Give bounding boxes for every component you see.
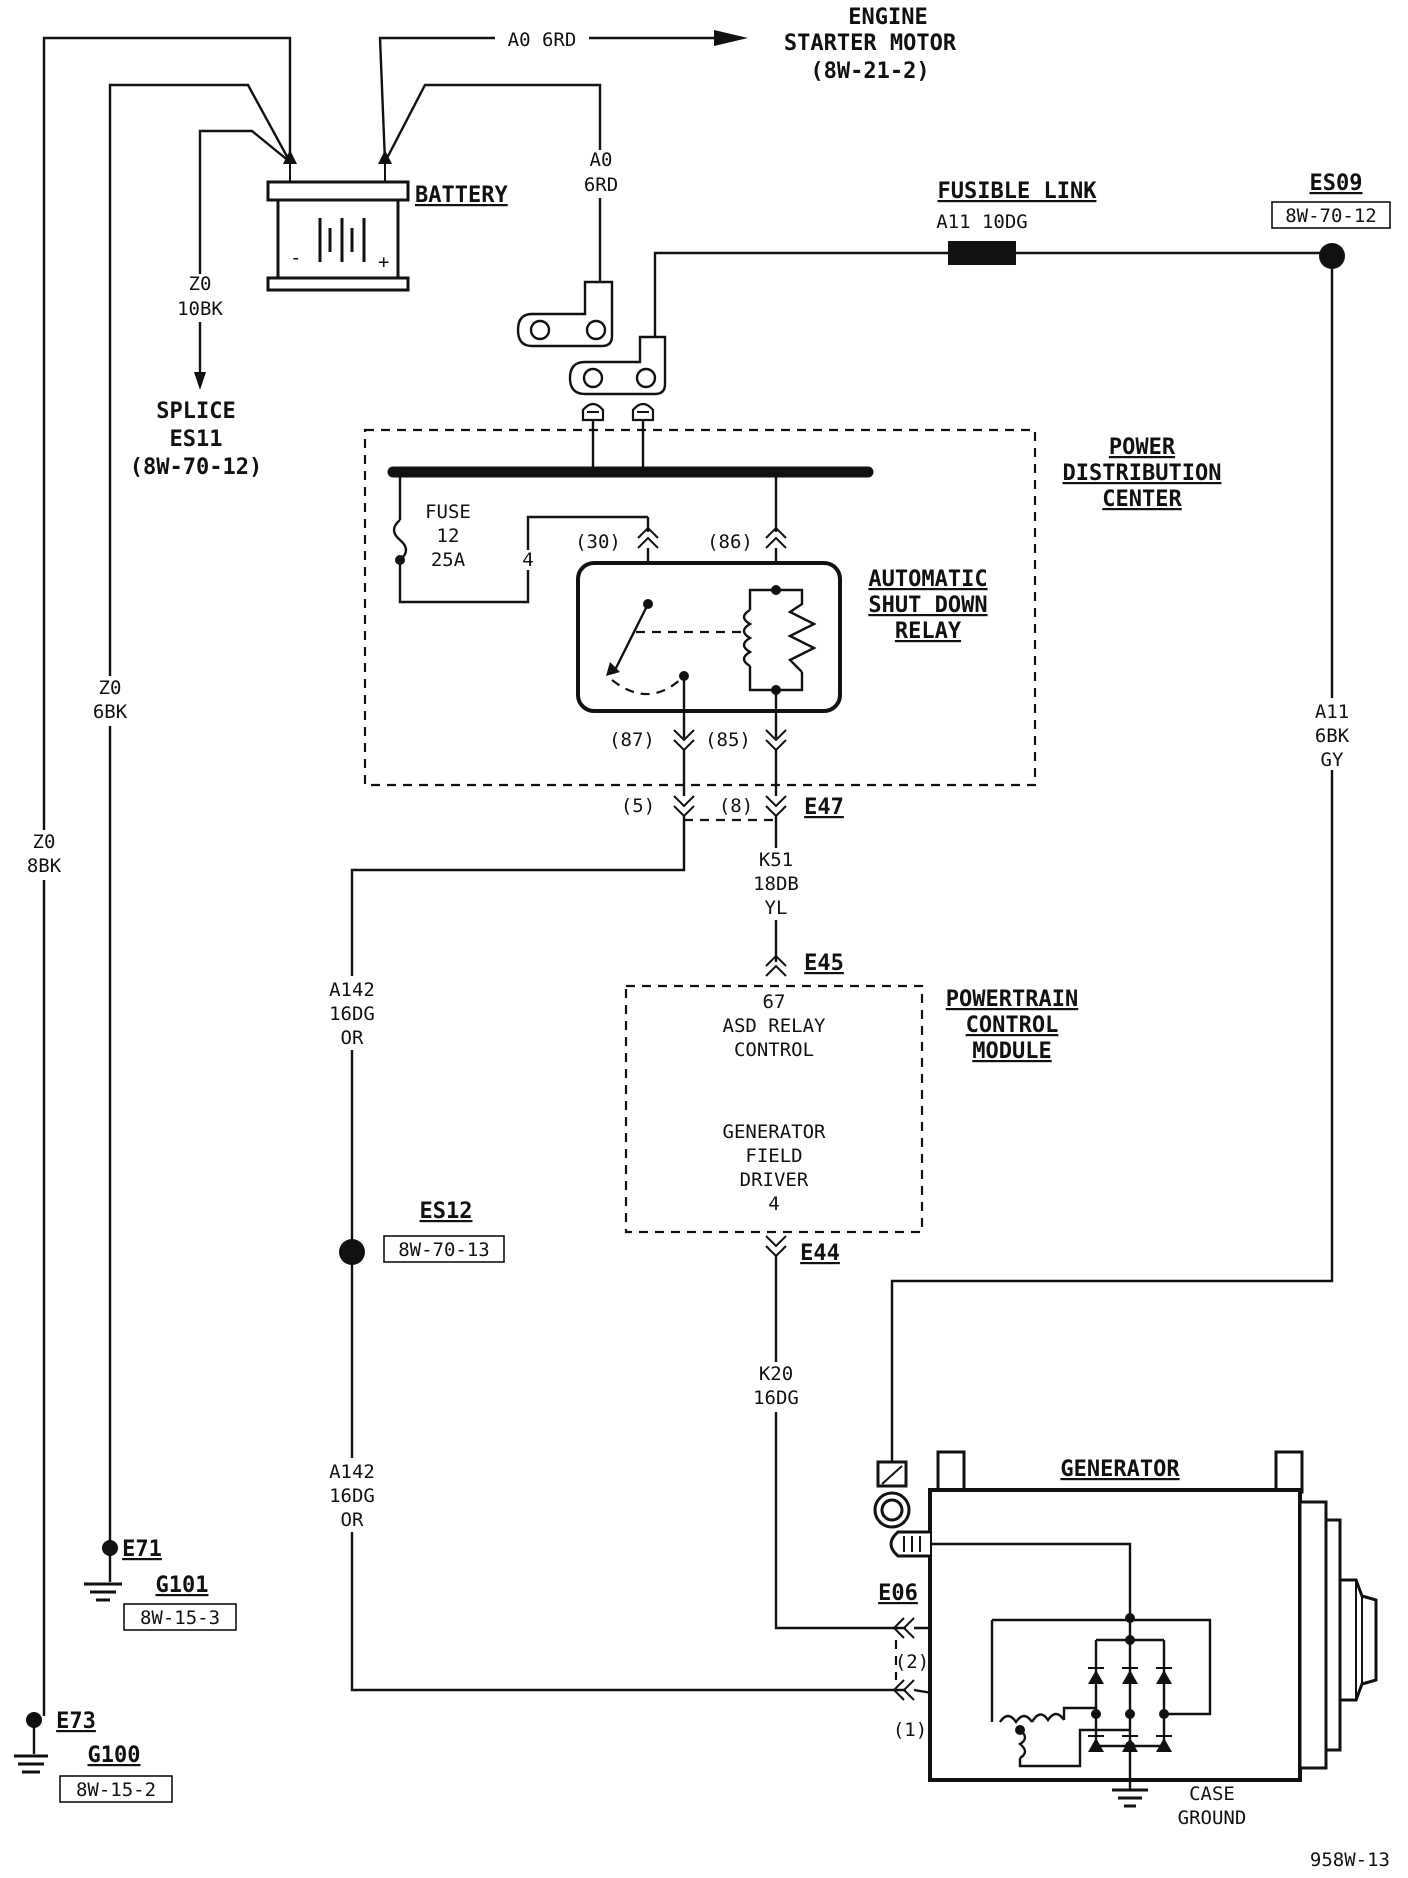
splice-es12-ref: 8W-70-13 [398,1239,490,1261]
relay-pin-87: (87) [609,729,655,751]
wire-k51-3: YL [765,897,788,919]
e71-name: E71 [122,1537,162,1562]
pcm-gen-line4: 4 [768,1193,779,1215]
splice-es11-line3: (8W-70-12) [130,455,262,480]
wire-a142-top-2: 16DG [329,1003,375,1025]
battery-symbol: - + [266,150,410,292]
page-code: 958W-13 [1310,1849,1390,1871]
wire-z0-10bk-1: Z0 [189,273,212,295]
e45-name: E45 [804,951,844,976]
splice-es09-ref-box: 8W-70-12 [1271,201,1391,229]
wire-a0-top-label: A0 6RD [508,29,577,51]
pcm-outline [624,984,924,1234]
pcm-title-line1: POWERTRAIN [946,987,1078,1012]
case-ground-line1: CASE [1189,1783,1235,1805]
wire-z0-8bk-2: 8BK [27,855,62,877]
battery-minus: - [290,247,301,269]
relay-label-line3: RELAY [895,619,962,644]
relay-label-line2: SHUT DOWN [868,593,987,618]
relay-coil [742,585,817,738]
generator: E06 (2) (1) [873,1450,1378,1829]
ground-g100: E73 G100 8W-15-2 [14,1709,173,1803]
fusible-link-symbol [948,241,1016,265]
pdc-label-line2: DISTRIBUTION [1063,461,1222,486]
wire-a11-6bk-2: 6BK [1315,725,1350,747]
splice-arrow-icon [194,372,206,390]
splice-es12-ref-box: 8W-70-13 [383,1235,505,1263]
splice-es09-name: ES09 [1310,171,1363,196]
pcm-asd-line2: CONTROL [734,1039,814,1061]
relay-label-line1: AUTOMATIC [868,567,987,592]
e06-pin-1: (1) [893,1719,927,1741]
relay-pin-30: (30) [575,531,621,553]
arrow-right-icon [714,30,748,46]
wire-a0-vertical-1: A0 [590,149,613,171]
e73-name: E73 [56,1709,96,1734]
wire-a11-6bk-1: A11 [1315,701,1349,723]
e06-pin-2: (2) [895,1651,929,1673]
engine-starter-line2: STARTER MOTOR [784,31,957,56]
pdc-label-line3: CENTER [1102,487,1182,512]
splice-es12-dot [339,1239,365,1265]
e47-name: E47 [804,795,844,820]
pcm-title-line2: CONTROL [966,1013,1059,1038]
ground-g101: E71 G101 8W-15-3 [84,1537,237,1631]
fusible-link-label: FUSIBLE LINK [938,179,1098,204]
wire-a142-top-3: OR [341,1027,364,1049]
e47-pin-5: (5) [621,795,655,817]
g100-name: G100 [88,1743,141,1768]
g100-ref: 8W-15-2 [76,1779,156,1801]
wire-a142-bot-2: 16DG [329,1485,375,1507]
relay-switch [606,599,744,738]
g101-ref: 8W-15-3 [140,1607,220,1629]
wire-a11-6bk-3: GY [1321,749,1344,771]
wire-z0-6bk-1: Z0 [99,677,122,699]
case-ground-line2: GROUND [1178,1807,1247,1829]
wire-z0-10bk-2: 10BK [177,298,223,320]
pcm-title-line3: MODULE [972,1039,1051,1064]
splice-es11-line2: ES11 [170,427,223,452]
pdc-battery-lugs [516,251,948,470]
wire-k51-1: K51 [759,849,793,871]
wire-k51-2: 18DB [753,873,799,895]
engine-starter-line3: (8W-21-2) [810,59,929,84]
asd-relay-body [576,561,842,713]
relay-pin-86: (86) [707,531,753,553]
wire-a11-10dg-label: A11 10DG [936,211,1028,233]
e06-name: E06 [878,1581,918,1606]
splice-es11-line1: SPLICE [156,399,235,424]
relay-pin-85: (85) [705,729,751,751]
wire-k20-2: 16DG [753,1387,799,1409]
wire-k20-1: K20 [759,1363,793,1385]
g101-name: G101 [156,1573,209,1598]
pcm-gen-line3: DRIVER [740,1169,809,1191]
wire-a142-bot-1: A142 [329,1461,375,1483]
wire-a0-vertical-2: 6RD [584,174,618,196]
splice-es09-dot [1319,243,1345,269]
e44-name: E44 [800,1241,840,1266]
wire-z0-6bk-2: 6BK [93,701,128,723]
e47-pin-8: (8) [719,795,753,817]
pcm-gen-line1: GENERATOR [723,1121,827,1143]
fuse-cavity-text: 4 [522,549,533,571]
splice-es12-name: ES12 [420,1199,473,1224]
wire-z0-8bk-1: Z0 [33,831,56,853]
pcm-pin-67: 67 [763,991,786,1013]
generator-label: GENERATOR [1060,1457,1180,1482]
pcm-gen-line2: FIELD [745,1145,802,1167]
pcm-asd-line1: ASD RELAY [723,1015,827,1037]
fuse-line3: 25A [431,549,466,571]
battery-label: BATTERY [415,183,508,208]
pdc-outline [363,428,1037,787]
engine-starter-line1: ENGINE [848,5,927,30]
fuse-line1: FUSE [425,501,471,523]
fuse-12: FUSE 12 25A 4 [392,472,648,604]
pdc-label-line1: POWER [1109,435,1176,460]
wire-a142-bot-3: OR [341,1509,364,1531]
splice-es09-ref: 8W-70-12 [1285,205,1377,227]
wire-a142-top-1: A142 [329,979,375,1001]
fuse-line2: 12 [437,525,460,547]
battery-plus: + [378,251,389,273]
